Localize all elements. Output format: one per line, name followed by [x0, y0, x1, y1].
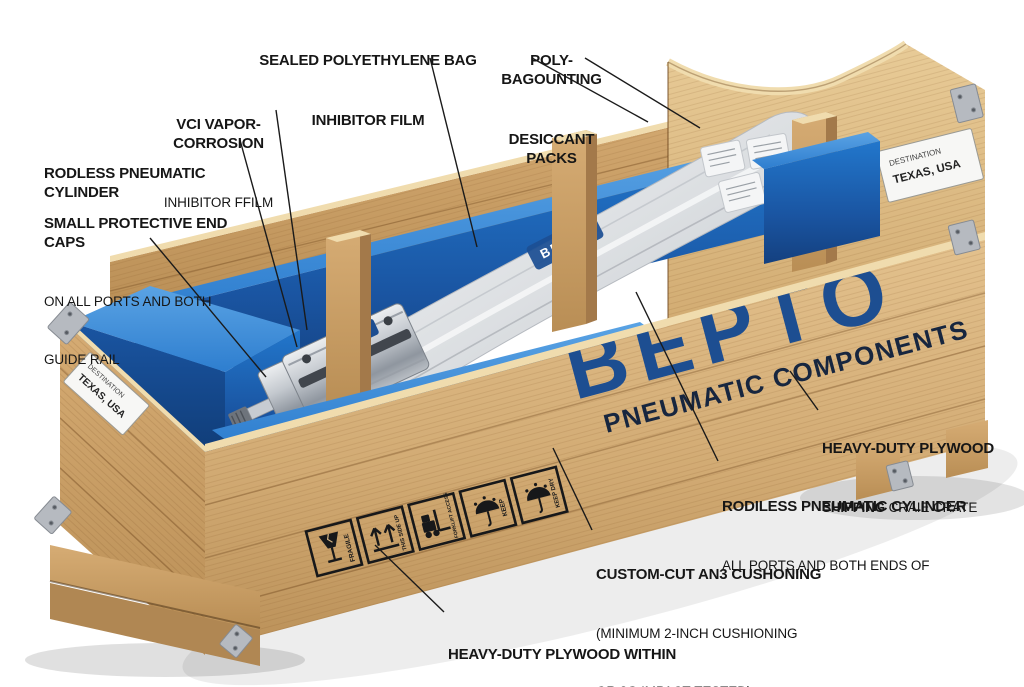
callout-vci-vapor-corrosion: VCI VAPOR-CORROSION INHIBITOR FFILM: [163, 115, 274, 211]
destination-label-right: DESTINATION TEXAS, USA: [875, 128, 984, 203]
umbrella-rain-icon: [473, 496, 500, 527]
callout-poly-bag-desiccant: POLY-BAGOUNTING DESICCANT PACKS: [501, 51, 602, 168]
callout-rodless-cylinder-left: RODLESS PNEUMATIC CYLINDER: [44, 164, 210, 202]
foot-block: [856, 441, 900, 500]
leader-line: [374, 544, 445, 613]
leader-line: [584, 57, 701, 129]
callout-plywood-within: HEAVY-DUTY PLYWOOD WITHIN EVERY 800MM AL…: [448, 645, 677, 663]
handling-icons: FRAGILE THIS SIDE UP: [304, 465, 569, 578]
port-hole: [383, 316, 393, 326]
leader-line: [429, 57, 478, 248]
wooden-cleats: [326, 130, 597, 408]
leader-line: [789, 370, 819, 411]
callout-rodless-cylinder-right: RODILESS PNEUMATIC CYLINDER ALL PORTS AN…: [722, 497, 967, 574]
callout-custom-cut-cushioning: CUSTOM-CUT AN3 CUSHONING (MINIMUM 2-INCH…: [596, 565, 822, 687]
callout-sealed-polyethylene-bag: SEALED POLYETHYLENE BAG INHIBITOR FILM: [259, 51, 477, 130]
callout-protective-end-caps: SMALL PROTECTIVE END CAPS ON ALL PORTS A…: [44, 214, 232, 368]
umbrella-icon: [525, 482, 551, 514]
leader-line: [552, 447, 593, 531]
callout-heavy-duty-crate: HEAVY-DUTY PLYWOOD SHIPPING CRAIE CRATE: [822, 439, 994, 516]
leader-line: [275, 109, 308, 331]
arrows-up-icon: [370, 523, 400, 553]
forklift-icon: [421, 509, 451, 539]
foot-block: [946, 420, 988, 478]
leader-line: [531, 57, 649, 123]
destination-label-left: DESTINATION TEXAS, USA: [63, 352, 150, 435]
port-hole: [302, 354, 312, 364]
cleat: [552, 130, 597, 332]
svg-text:KEEP: KEEP: [498, 497, 509, 517]
corner-brackets: [34, 83, 984, 658]
cleat: [326, 230, 371, 408]
skids: [49, 420, 988, 666]
leader-line: [635, 291, 719, 462]
broken-glass-icon: [318, 531, 343, 564]
leader-line: [149, 237, 267, 378]
right-foam: [752, 132, 880, 264]
handling-icon-keep: KEEP: [458, 478, 518, 538]
leader-line: [239, 139, 298, 348]
left-end-wall: DESTINATION TEXAS, USA: [60, 312, 205, 655]
back-wall: [109, 79, 846, 319]
leader-lines: [149, 57, 819, 613]
